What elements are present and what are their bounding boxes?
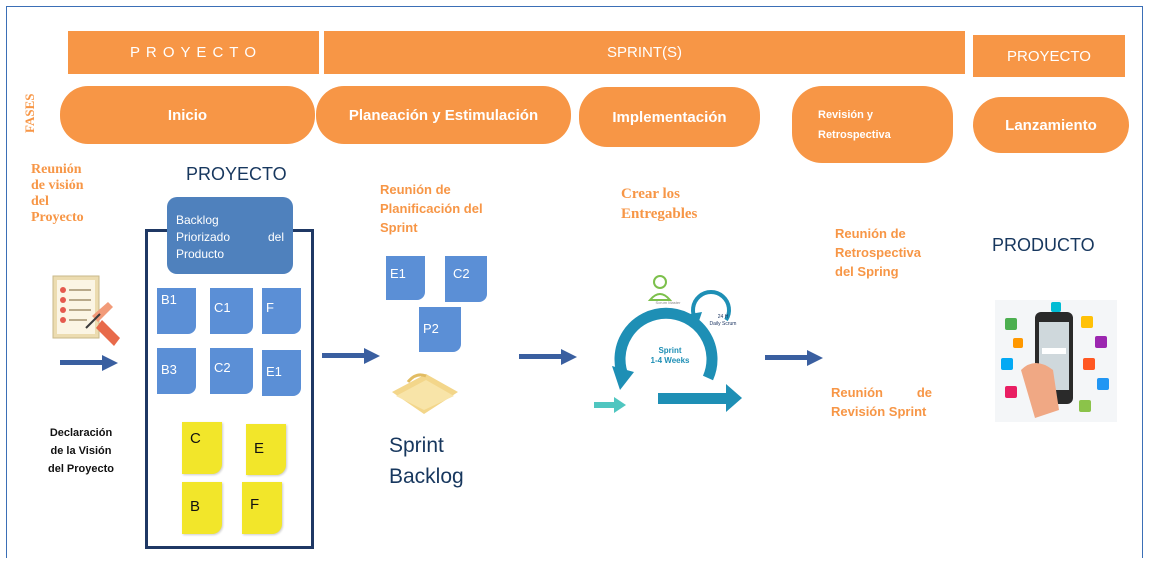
vision-line2: de visión — [31, 178, 84, 193]
declaracion-line3: del Proyecto — [47, 463, 115, 475]
sprint-cycle-line1: Sprint — [658, 346, 682, 355]
backlog-line2: Priorizado del — [176, 229, 284, 246]
sprint-backlog-text: Sprint Backlog — [389, 430, 464, 492]
revision-sprint-line1a: Reunión — [831, 385, 883, 400]
planificacion-line1: Reunión de — [380, 182, 451, 197]
sticky-note: E — [246, 424, 286, 475]
sprint-cycle-center: Sprint 1-4 Weeks — [650, 346, 690, 366]
fases-label: FASES — [22, 93, 37, 133]
phase-inicio: Inicio — [60, 86, 315, 144]
vision-line1: Reunión — [31, 162, 82, 177]
sticky-note: F — [242, 482, 282, 534]
sprint-backlog-line1: Sprint — [389, 434, 444, 457]
paper-stack-icon — [392, 373, 458, 414]
planificacion-line2: Planificación del — [380, 201, 483, 216]
arrow-right-icon — [765, 350, 823, 366]
backlog-item-card: B3 — [157, 348, 196, 394]
declaracion-line2: de la Visión — [50, 445, 112, 457]
revision-sprint-line2: Revisión Sprint — [831, 404, 927, 419]
entregables-text: Crear los Entregables — [621, 184, 697, 224]
backlog-line3: Producto — [176, 247, 225, 261]
diagram-frame — [6, 6, 1143, 558]
retrospectiva-line3: del Spring — [835, 264, 899, 279]
arrow-right-icon — [60, 355, 118, 371]
sprint-item-card: P2 — [419, 307, 461, 352]
proyecto-title: PROYECTO — [186, 164, 287, 184]
declaracion-line1: Declaración — [49, 427, 113, 439]
header-proyecto-right: PROYECTO — [973, 35, 1125, 77]
phase-revision-line2: Retrospectiva — [818, 128, 891, 141]
sprint-cycle-line2: 1-4 Weeks — [650, 356, 690, 365]
vision-line3: del — [31, 194, 49, 209]
sprint-item-card: C2 — [445, 256, 487, 302]
daily-scrum-line1: 24 H — [717, 314, 729, 320]
backlog-item-card: F — [262, 288, 301, 334]
arrow-right-icon — [519, 349, 577, 365]
backlog-item-card: C1 — [210, 288, 253, 334]
revision-sprint-line1: Reunión de — [831, 383, 932, 402]
daily-scrum-line2: Daily Scrum — [709, 321, 737, 327]
entregables-line2: Entregables — [621, 206, 698, 222]
daily-scrum-label: 24 H Daily Scrum — [700, 314, 746, 328]
sprint-backlog-line2: Backlog — [389, 465, 464, 488]
backlog-item-card: E1 — [262, 350, 301, 396]
scrum-master-icon — [647, 275, 673, 301]
sticky-note: C — [182, 422, 222, 474]
sticky-note: B — [182, 482, 222, 534]
phase-revision: Revisión y Retrospectiva — [792, 86, 953, 163]
entregables-line1: Crear los — [621, 186, 681, 202]
backlog-item-card: C2 — [210, 348, 253, 394]
header-sprints: SPRINT(S) — [324, 31, 965, 74]
backlog-item-card: B1 — [157, 288, 196, 334]
vision-meeting-text: Reunión de visión del Proyecto — [31, 162, 84, 226]
sprint-item-card: E1 — [386, 256, 425, 300]
backlog-line2b: del — [267, 230, 284, 244]
phase-revision-line1: Revisión y — [818, 108, 874, 121]
retrospectiva-line1: Reunión de — [835, 226, 906, 241]
phase-implementacion: Implementación — [579, 87, 760, 147]
scrum-master-label: Scrum Master — [655, 300, 681, 305]
sprint-cycle-icon — [594, 275, 742, 413]
retrospectiva-line2: Retrospectiva — [835, 245, 921, 260]
declaracion-text: Declaración de la Visión del Proyecto — [37, 424, 125, 478]
arrow-right-icon — [322, 348, 380, 364]
planificacion-line3: Sprint — [380, 220, 418, 235]
backlog-line1: Backlog — [176, 213, 219, 227]
phase-planeacion: Planeación y Estimulación — [316, 86, 571, 144]
backlog-line2a: Priorizado — [176, 230, 231, 244]
revision-sprint-line1b: de — [916, 385, 932, 400]
planificacion-text: Reunión de Planificación del Sprint — [380, 180, 483, 237]
product-backlog-card: Backlog Priorizado del Producto — [167, 197, 293, 274]
mobile-apps-icon — [995, 300, 1117, 422]
producto-title: PRODUCTO — [992, 235, 1095, 255]
header-proyecto-left: P R O Y E C T O — [68, 31, 319, 74]
retrospectiva-text: Reunión de Retrospectiva del Spring — [835, 224, 921, 281]
revision-sprint-text: Reunión de Revisión Sprint — [831, 383, 932, 421]
checklist-icon — [52, 275, 120, 346]
vision-line4: Proyecto — [31, 210, 84, 225]
phase-lanzamiento: Lanzamiento — [973, 97, 1129, 153]
